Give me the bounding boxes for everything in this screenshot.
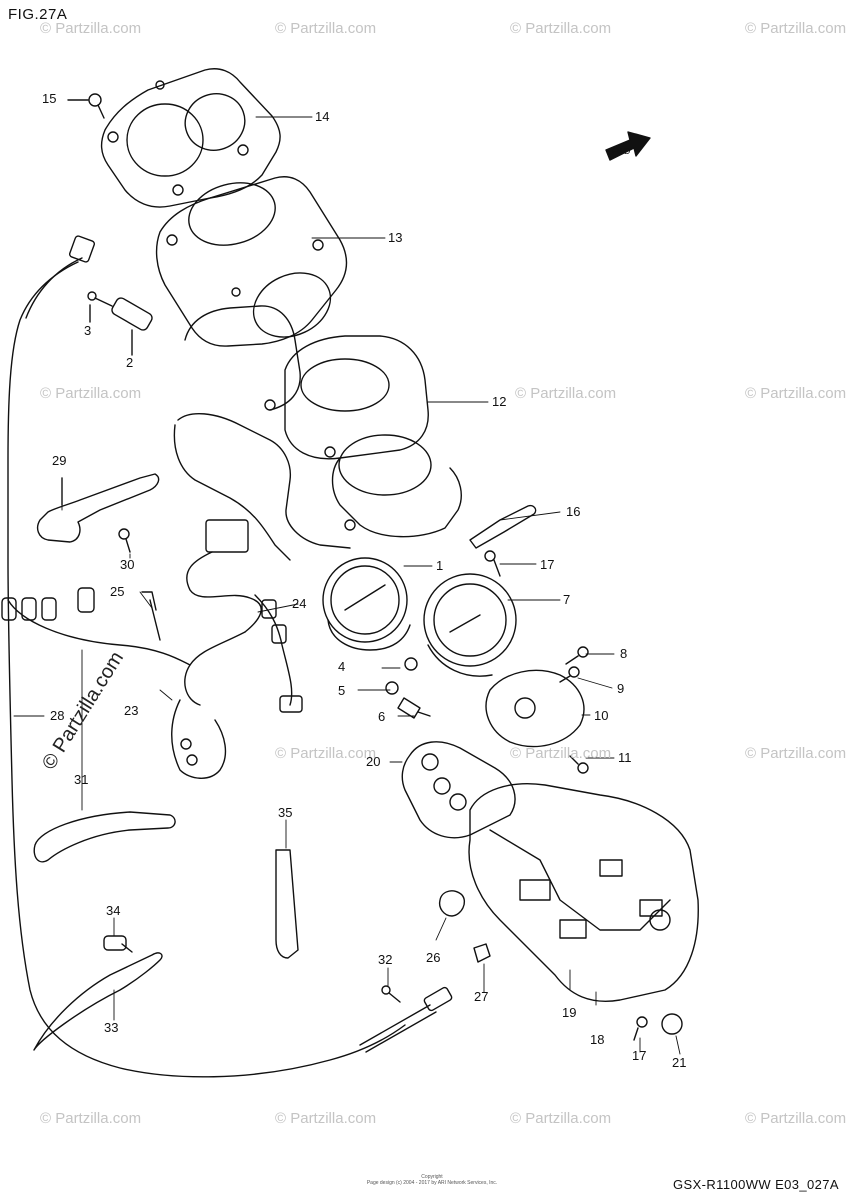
callout-4: 4	[338, 659, 346, 674]
callout-20: 20	[366, 754, 381, 769]
copyright-line-2: Page design (c) 2004 - 2017 by ARI Netwo…	[366, 1180, 498, 1186]
watermark: © Partzilla.com	[745, 745, 847, 762]
callout-12: 12	[492, 394, 507, 409]
fwd-arrow-label: FWD	[612, 147, 630, 156]
part-12-meter-case	[173, 305, 462, 561]
callout-29: 29	[52, 453, 67, 468]
callout-18: 18	[590, 1032, 605, 1047]
watermark: © Partzilla.com	[510, 1110, 612, 1127]
callout-16: 16	[566, 504, 581, 519]
callout-31: 31	[74, 772, 89, 787]
callout-33: 33	[104, 1020, 119, 1035]
callout-3: 3	[84, 323, 92, 338]
figure-title: FIG.27A	[8, 6, 68, 23]
part-13-cushion	[155, 176, 347, 347]
callout-24: 24	[292, 596, 307, 611]
part-18-19-20-lower-case	[401, 741, 699, 1002]
part-23-24-25-wiring-harness	[1, 519, 303, 779]
callout-5: 5	[338, 683, 346, 698]
callout-15: 15	[42, 91, 57, 106]
callout-17-lower: 17	[632, 1048, 647, 1063]
callout-1: 1	[436, 558, 444, 573]
callout-25: 25	[110, 584, 125, 599]
callout-14: 14	[315, 109, 330, 124]
figure-code: GSX-R1100WW E03_027A	[673, 1177, 839, 1192]
watermark: © Partzilla.com	[275, 745, 377, 762]
callout-27: 27	[474, 989, 489, 1004]
callout-26: 26	[426, 950, 441, 965]
watermark: © Partzilla.com	[515, 385, 617, 402]
part-2-3-bulb-socket	[87, 291, 153, 356]
callout-17-upper: 17	[540, 557, 555, 572]
part-4-5-6-fasteners	[385, 657, 431, 719]
copyright-line-1: Copyright	[421, 1174, 443, 1180]
misc-small-parts	[33, 811, 683, 1051]
watermark: © Partzilla.com	[40, 20, 142, 37]
callout-9: 9	[617, 681, 625, 696]
watermark: © Partzilla.com	[745, 1110, 847, 1127]
watermark: © Partzilla.com	[275, 20, 377, 37]
footer-copyright: Copyright Page design (c) 2004 - 2017 by…	[362, 1174, 502, 1186]
part-14-meter-cover	[100, 68, 281, 208]
leader-lines	[13, 116, 681, 1055]
callout-34: 34	[106, 903, 121, 918]
callout-8: 8	[620, 646, 628, 661]
part-7-gauge	[423, 573, 517, 677]
callout-21: 21	[672, 1055, 687, 1070]
callout-7: 7	[563, 592, 571, 607]
watermark: © Partzilla.com	[745, 385, 847, 402]
callout-28: 28	[50, 708, 65, 723]
watermark: © Partzilla.com	[745, 20, 847, 37]
callout-23: 23	[124, 703, 139, 718]
part-16-bracket	[469, 504, 537, 549]
watermark: © Partzilla.com	[275, 1110, 377, 1127]
watermark: © Partzilla.com	[40, 1110, 142, 1127]
part-15-screw	[67, 93, 105, 119]
part-8-9-11-screws	[559, 646, 589, 774]
callout-19: 19	[562, 1005, 577, 1020]
watermark: © Partzilla.com	[40, 385, 142, 402]
part-29-bracket	[36, 473, 160, 543]
fwd-arrow-icon: FWD	[605, 131, 651, 161]
callout-13: 13	[388, 230, 403, 245]
part-17-screws	[484, 550, 648, 1041]
callout-6: 6	[378, 709, 386, 724]
callout-30: 30	[120, 557, 135, 572]
part-10-bracket	[485, 669, 585, 748]
part-1-gauge	[322, 557, 411, 651]
watermark: © Partzilla.com	[510, 745, 612, 762]
part-30-screw	[118, 528, 131, 553]
callout-10: 10	[594, 708, 609, 723]
callout-35: 35	[278, 805, 293, 820]
watermark: © Partzilla.com	[510, 20, 612, 37]
part-28-speedometer-cable	[7, 235, 453, 1078]
callout-32: 32	[378, 952, 393, 967]
callout-11: 11	[618, 750, 632, 765]
callout-2: 2	[126, 355, 134, 370]
